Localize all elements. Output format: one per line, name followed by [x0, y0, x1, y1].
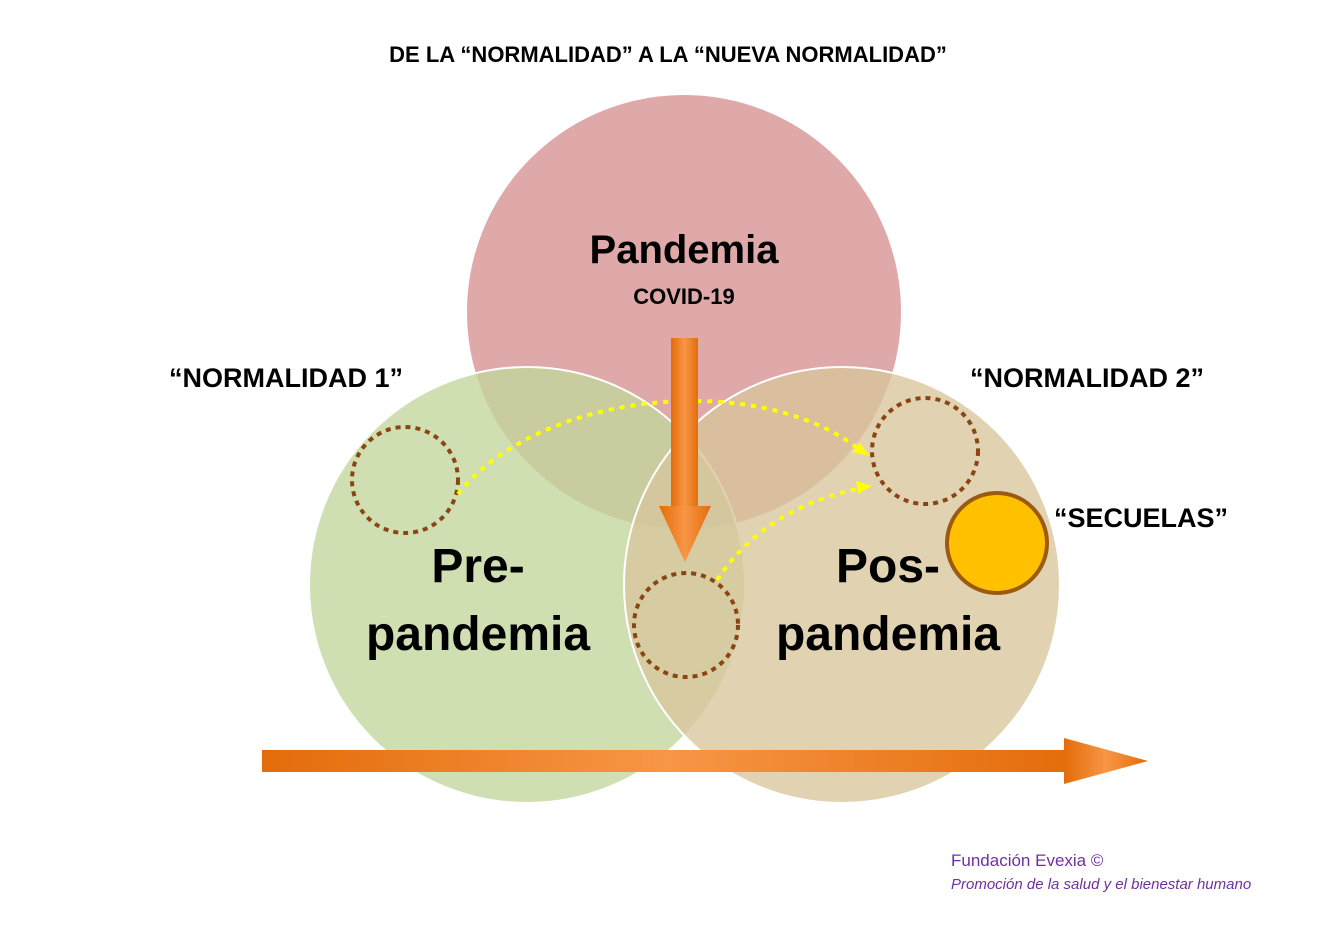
transition-dotted-circle [632, 571, 740, 679]
pandemia-sublabel: COVID-19 [633, 284, 734, 309]
transition-to-pospandemia-path [715, 486, 863, 582]
normalidad1-dotted-circle [350, 425, 460, 535]
pandemia-label: Pandemia [590, 228, 780, 272]
normalidad1-label: “NORMALIDAD 1” [169, 363, 403, 393]
normalidad-transition-arrowhead [852, 443, 870, 456]
normalidad2-label: “NORMALIDAD 2” [970, 363, 1204, 393]
footer-tagline: Promoción de la salud y el bienestar hum… [951, 876, 1251, 893]
secuelas-label: “SECUELAS” [1054, 503, 1228, 533]
secuelas-circle [945, 491, 1049, 595]
prepandemia-label-line1: Pre- [431, 540, 524, 593]
pospandemia-label-line1: Pos- [836, 540, 940, 593]
normalidad-transition-path [456, 398, 862, 496]
diagram-title: DE LA “NORMALIDAD” A LA “NUEVA NORMALIDA… [389, 42, 947, 67]
normalidad2-dotted-circle [870, 396, 980, 506]
prepandemia-label-line2: pandemia [366, 608, 590, 661]
pospandemia-label-line2: pandemia [776, 608, 1000, 661]
pospandemia-circle [623, 366, 1061, 804]
transition-to-pospandemia-arrowhead [856, 481, 872, 494]
timeline-arrow [262, 738, 1148, 784]
pandemic-impact-arrow [659, 338, 711, 562]
footer-org-name: Fundación Evexia © [951, 851, 1104, 870]
